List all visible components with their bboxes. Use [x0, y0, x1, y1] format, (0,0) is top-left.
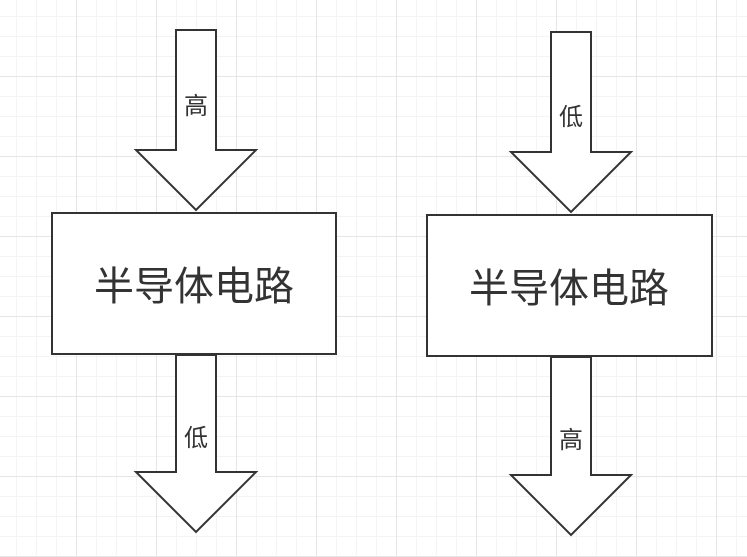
left-output-label: 低 — [184, 424, 208, 452]
left-output-arrow[interactable] — [133, 354, 259, 534]
right-output-arrow[interactable] — [508, 356, 634, 537]
left-input-label: 高 — [184, 92, 208, 120]
left-input-arrow[interactable] — [133, 29, 259, 212]
right-output-label: 高 — [559, 426, 583, 454]
right-input-label: 低 — [559, 103, 583, 131]
left-circuit-label: 半导体电路 — [94, 264, 294, 310]
left-circuit-box[interactable] — [51, 212, 337, 355]
right-circuit-label: 半导体电路 — [469, 266, 669, 312]
right-circuit: 低 半导体电路 高 — [426, 31, 713, 537]
right-input-arrow[interactable] — [508, 31, 634, 214]
left-circuit: 高 半导体电路 低 — [51, 29, 337, 534]
